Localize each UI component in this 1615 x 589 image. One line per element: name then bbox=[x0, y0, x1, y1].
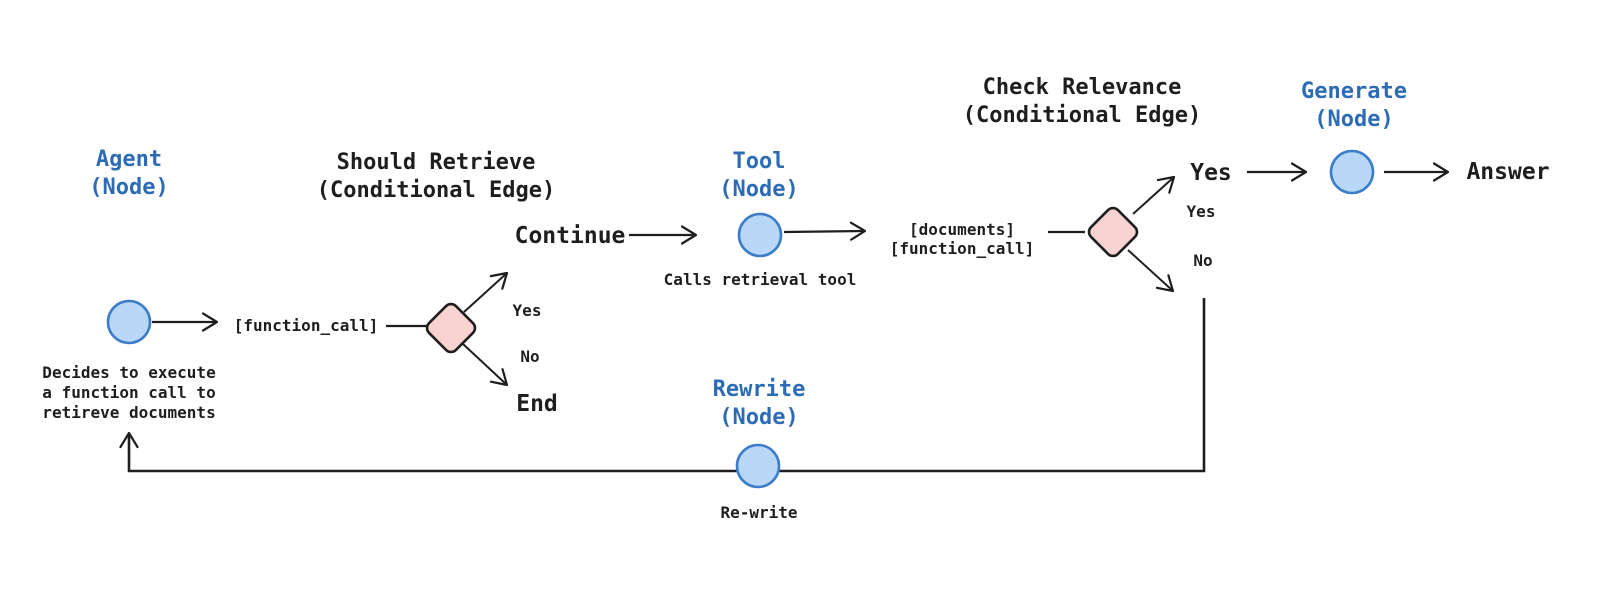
check-relevance-title: Check Relevance (Conditional Edge) bbox=[963, 74, 1201, 130]
check-relevance-title-line1: Check Relevance bbox=[982, 75, 1182, 100]
rewrite-title-line1: Rewrite bbox=[712, 377, 806, 402]
agent-title-line2: (Node) bbox=[89, 175, 169, 200]
tool-node-title: Tool (Node) bbox=[719, 148, 798, 204]
generate-title-line1: Generate bbox=[1301, 79, 1407, 104]
check-relevance-yes-label: Yes bbox=[1186, 202, 1216, 221]
tool-caption: Calls retrieval tool bbox=[663, 270, 857, 289]
generate-node-title: Generate (Node) bbox=[1301, 78, 1407, 134]
should-retrieve-title-line1: Should Retrieve bbox=[336, 150, 536, 175]
tool-title-line2: (Node) bbox=[719, 177, 799, 202]
documents-edge-label: [documents] [function_call] bbox=[890, 220, 1035, 258]
should-retrieve-yes-label: Yes bbox=[512, 301, 542, 320]
rewrite-title-line2: (Node) bbox=[719, 405, 799, 430]
answer-label: Answer bbox=[1466, 159, 1550, 185]
should-retrieve-title: Should Retrieve (Conditional Edge) bbox=[317, 149, 555, 205]
tool-title-line1: Tool bbox=[732, 149, 786, 174]
generate-title-line2: (Node) bbox=[1314, 107, 1394, 132]
end-label: End bbox=[516, 391, 558, 417]
rewrite-caption: Re-write bbox=[720, 503, 798, 522]
continue-label: Continue bbox=[514, 223, 626, 249]
check-relevance-title-line2: (Conditional Edge) bbox=[962, 103, 1202, 128]
should-retrieve-title-line2: (Conditional Edge) bbox=[316, 178, 556, 203]
check-relevance-no-label: No bbox=[1193, 251, 1213, 270]
agent-caption-line2: a function call to bbox=[42, 383, 216, 402]
function-call-edge-label: [function_call] bbox=[233, 316, 379, 335]
agent-title-line1: Agent bbox=[95, 147, 163, 172]
agent-caption-line3: retireve documents bbox=[42, 403, 216, 422]
agent-node-title: Agent (Node) bbox=[89, 146, 168, 202]
documents-edge-line2: [function_call] bbox=[889, 239, 1035, 258]
yes-branch-label: Yes bbox=[1190, 160, 1232, 186]
agent-caption: Decides to execute a function call to re… bbox=[42, 363, 215, 423]
agent-caption-line1: Decides to execute bbox=[42, 363, 216, 382]
rewrite-node-title: Rewrite (Node) bbox=[713, 376, 806, 432]
documents-edge-line1: [documents] bbox=[909, 220, 1015, 239]
should-retrieve-no-label: No bbox=[520, 347, 540, 366]
